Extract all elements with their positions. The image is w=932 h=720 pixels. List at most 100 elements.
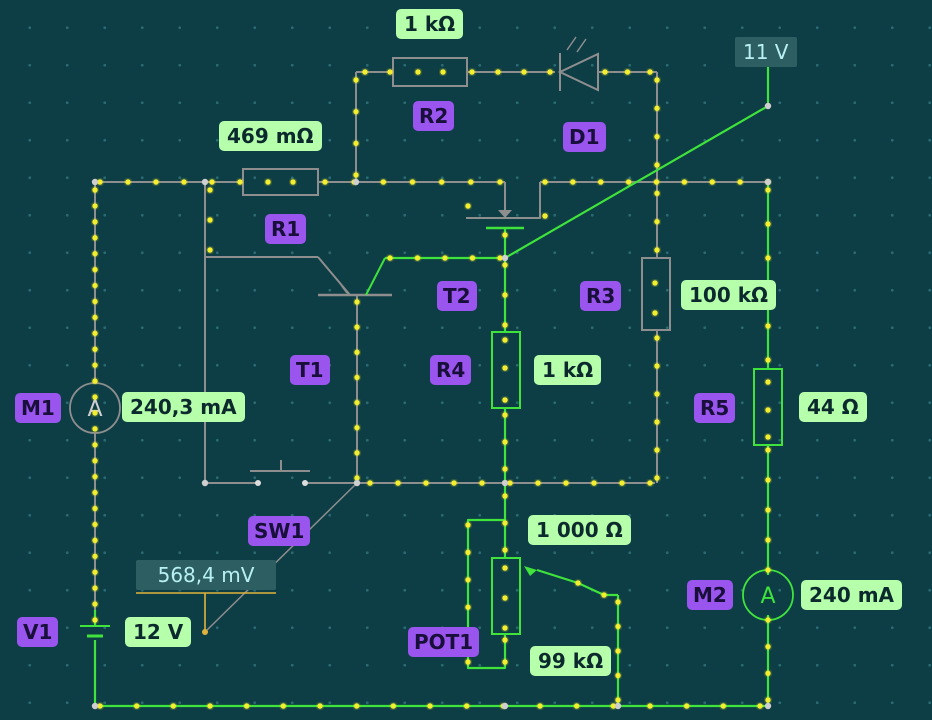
current-dot (654, 475, 660, 481)
current-dot (92, 489, 98, 496)
r5-value-label[interactable]: 44 Ω (799, 392, 867, 422)
current-dot (654, 219, 660, 225)
current-dot (170, 703, 176, 709)
current-dot (602, 69, 608, 75)
current-dot (765, 477, 771, 483)
current-dot (465, 577, 471, 583)
idle-wire (513, 182, 541, 219)
v1-value-label[interactable]: 12 V (125, 617, 192, 647)
current-dot (153, 179, 159, 185)
pot1-value-label[interactable]: 1 000 Ω (528, 515, 631, 545)
current-dot (92, 346, 98, 352)
current-dot (92, 203, 98, 209)
v1-name-tag[interactable]: V1 (17, 617, 59, 647)
r4-body (491, 331, 521, 409)
current-dot (290, 179, 296, 185)
current-dot (209, 179, 215, 185)
current-dot (92, 410, 98, 416)
current-dot (92, 251, 98, 257)
r4-name-tag[interactable]: R4 (430, 355, 472, 385)
current-dot (92, 282, 98, 289)
current-dot (765, 644, 771, 650)
t1-emitter (365, 257, 386, 296)
sw1-name-tag[interactable]: SW1 (248, 516, 311, 546)
current-dot (207, 187, 213, 193)
current-dot (598, 179, 604, 185)
r2-value-label[interactable]: 1 kΩ (396, 9, 464, 39)
current-dot (502, 595, 508, 601)
current-dot (442, 255, 448, 261)
current-dot (765, 507, 771, 513)
current-dot (542, 179, 548, 185)
voltage-probe-readout[interactable]: 568,4 mV (136, 560, 276, 590)
t2-name-tag[interactable]: T2 (437, 281, 477, 311)
junction-node (501, 254, 509, 262)
current-dot (353, 77, 359, 83)
probe-lead (204, 482, 358, 633)
r1-name-tag[interactable]: R1 (265, 214, 307, 244)
junction-node (91, 178, 99, 186)
current-dot (367, 480, 373, 486)
current-dot (353, 109, 359, 115)
current-dot (92, 505, 98, 512)
current-dot (387, 69, 393, 75)
r5-name-tag[interactable]: R5 (694, 393, 736, 423)
current-dot (97, 179, 103, 185)
pot1-wiper-arrow (524, 566, 537, 576)
live-wire (466, 518, 507, 670)
current-dot (615, 672, 621, 679)
r1-value-label[interactable]: 469 mΩ (219, 121, 322, 151)
current-dot (354, 475, 360, 481)
current-dot (737, 179, 743, 185)
pot1-body (491, 557, 521, 635)
current-dot (765, 357, 771, 363)
r3-name-tag[interactable]: R3 (580, 281, 622, 311)
junction-node (352, 178, 360, 186)
pot1-wiper-label[interactable]: 99 kΩ (530, 646, 612, 676)
current-dot (654, 134, 660, 140)
d1-name-tag[interactable]: D1 (563, 122, 606, 152)
current-dot (92, 298, 98, 305)
current-dot (322, 179, 328, 185)
current-dot (354, 703, 360, 709)
sw1-contact (302, 480, 308, 486)
live-wire (536, 568, 618, 597)
current-dot (469, 69, 475, 75)
current-dot (601, 592, 607, 598)
current-dot-layer (91, 69, 772, 710)
current-dot (765, 697, 771, 703)
current-dot (92, 569, 98, 575)
r2-name-tag[interactable]: R2 (413, 101, 455, 131)
current-dot (654, 391, 660, 397)
current-dot (570, 179, 576, 185)
current-dot (465, 604, 471, 610)
current-dot (354, 374, 360, 381)
current-dot (207, 247, 213, 253)
current-dot (563, 480, 569, 486)
m2-reading-label[interactable]: 240 mA (801, 580, 903, 610)
m1-reading-label[interactable]: 240,3 mA (122, 392, 245, 422)
current-dot (92, 235, 98, 241)
t1-name-tag[interactable]: T1 (290, 355, 330, 385)
current-dot (653, 179, 660, 185)
r3-value-label[interactable]: 100 kΩ (681, 280, 777, 310)
current-dot (465, 203, 471, 209)
current-dot (92, 553, 98, 559)
m2-name-tag[interactable]: M2 (687, 580, 733, 610)
current-dot (765, 379, 771, 385)
current-dot (681, 179, 687, 185)
pot1-name-tag[interactable]: POT1 (408, 627, 480, 657)
idle-wire (466, 182, 506, 219)
r4-value-label[interactable]: 1 kΩ (534, 355, 602, 385)
voltage-probe-readout[interactable]: 11 V (735, 37, 797, 67)
current-dot (280, 703, 286, 709)
current-dot (654, 363, 660, 369)
component-layer: AA (69, 36, 794, 638)
m1-name-tag[interactable]: M1 (15, 393, 61, 423)
current-dot (709, 179, 715, 185)
current-dot (502, 262, 508, 268)
current-dot (497, 179, 503, 185)
current-dot (469, 255, 476, 261)
current-dot (615, 648, 621, 654)
